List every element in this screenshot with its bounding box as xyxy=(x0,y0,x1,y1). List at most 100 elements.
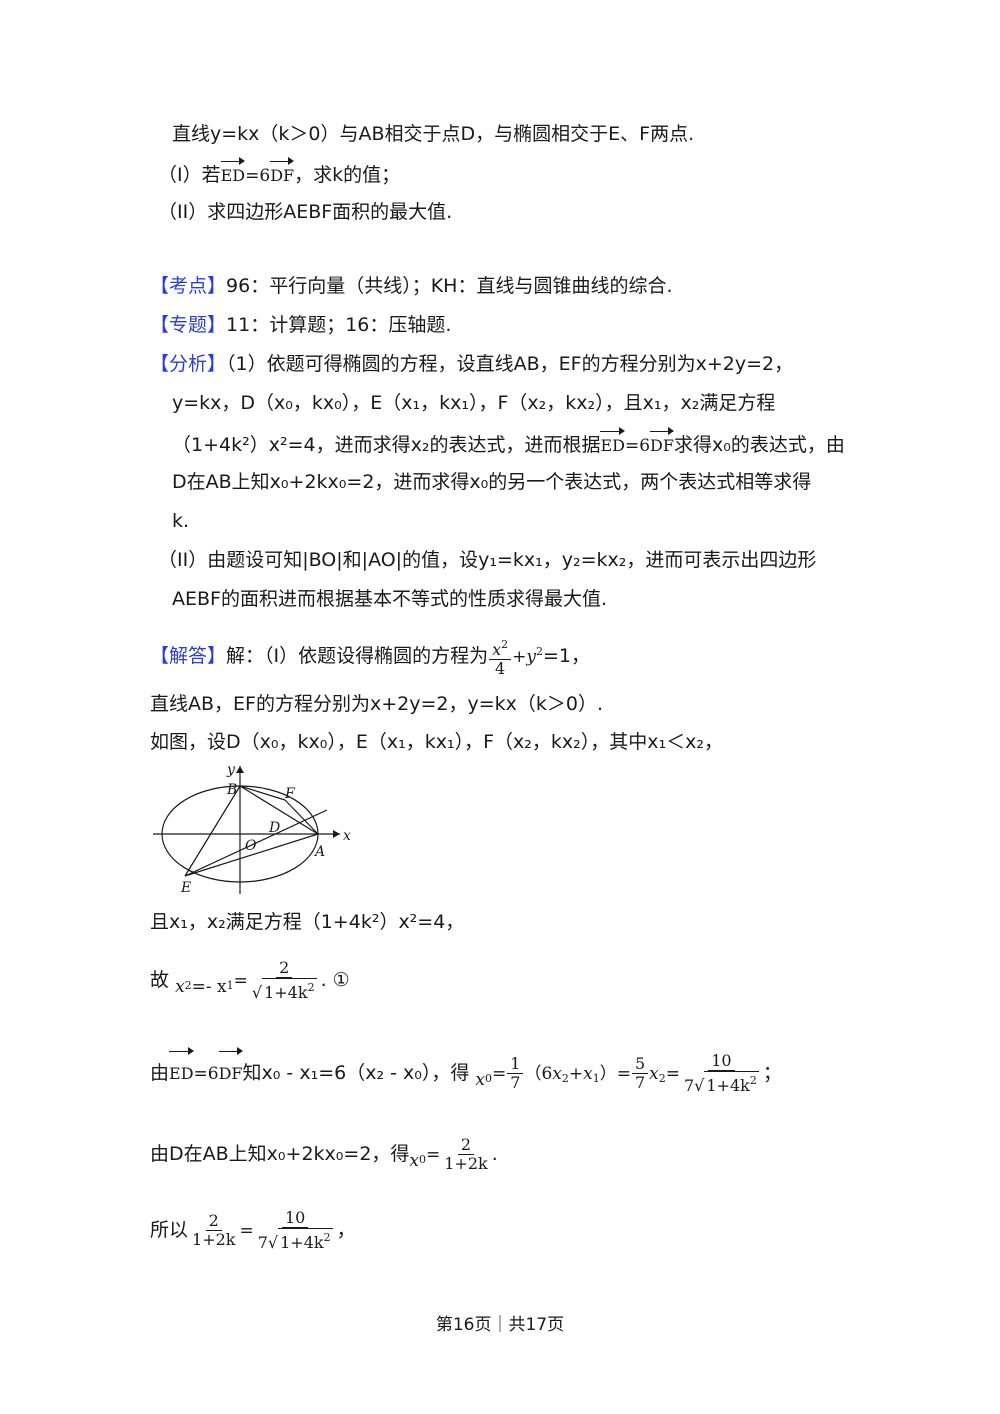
fraction-x2-over-4: x2 4 xyxy=(489,636,512,678)
var-y: y xyxy=(526,647,537,667)
rad-body: 1+4k xyxy=(264,983,308,1002)
x-axis-arrow xyxy=(333,830,340,838)
var-x: x xyxy=(175,977,185,997)
fenxi-line-4: D在AB上知x₀+2kx₀=2，进而求得x₀的另一个表达式，两个表达式相等求得 xyxy=(172,471,812,493)
jieda-text-1a: 解：（I）依题设得椭圆的方程为 xyxy=(226,645,489,667)
q1-suffix: ，求k的值； xyxy=(294,164,401,186)
line-ab xyxy=(239,785,319,835)
figure-label-e: E xyxy=(180,880,191,896)
var-x: x xyxy=(583,1064,593,1084)
exp-2: 2 xyxy=(307,981,315,994)
figure-label-b: B xyxy=(226,782,237,798)
num-10: 10 xyxy=(708,1052,735,1071)
num-2: 2 xyxy=(276,959,293,978)
paren-open: （ xyxy=(524,1064,542,1084)
figure-label-o: O xyxy=(245,838,257,854)
jieda-tag: 【解答】 xyxy=(150,645,227,667)
den-1plus2k: 1+2k xyxy=(192,1230,236,1249)
fenxi-line-3: （1+4k²）x²=4，进而求得x₂的表达式，进而根据ED=6DF求得x₀的表达… xyxy=(172,427,845,460)
fraction-10-over-7sqrt: 10 7√1+4k2 xyxy=(681,1052,762,1095)
plus-sign: + xyxy=(512,647,527,667)
line-ea xyxy=(184,833,319,877)
fenxi-text-3b: 求得x₀的表达式，由 xyxy=(673,434,845,456)
figure-label-x: x xyxy=(343,828,351,844)
var-x: x xyxy=(475,1070,485,1090)
paren-close: ） xyxy=(599,1064,617,1084)
coef-7: 7 xyxy=(257,1233,268,1252)
figure-label-d: D xyxy=(268,820,280,836)
var-x: x xyxy=(552,1064,562,1084)
vector-eq: =6 xyxy=(193,1064,219,1084)
plus-sign: + xyxy=(568,1064,584,1084)
var-x: x xyxy=(409,1151,419,1171)
num-10: 10 xyxy=(281,1209,309,1228)
sqrt-1-plus-4k2: √1+4k2 xyxy=(694,1071,759,1095)
sub-2: 2 xyxy=(184,979,192,992)
sub-1: 1 xyxy=(592,1072,600,1085)
zhuanti-tag: 【专题】 xyxy=(150,314,227,336)
sub-2: 2 xyxy=(658,1072,666,1085)
figure-label-f: F xyxy=(284,786,296,802)
jieda-text-1b: =1， xyxy=(543,645,591,667)
den-7: 7 xyxy=(510,1073,521,1092)
line-ef xyxy=(184,809,328,877)
minus-x1: =- x xyxy=(191,977,227,997)
var-x: x xyxy=(492,639,502,659)
var-x: x xyxy=(649,1064,659,1084)
fenxi-text-3a: （1+4k²）x²=4，进而求得x₂的表达式，进而根据 xyxy=(172,434,601,456)
equals-sign: = xyxy=(492,1064,507,1084)
num-2: 2 xyxy=(457,1136,475,1155)
sub-0: 0 xyxy=(419,1153,426,1166)
jieda-text-7b: . xyxy=(491,1143,498,1165)
den-4: 4 xyxy=(495,658,506,678)
exp-2: 2 xyxy=(749,1074,757,1087)
sub-2: 2 xyxy=(561,1072,569,1085)
fenxi-text-1: （1）依题可得椭圆的方程，设直线AB，EF的方程分别为x+2y=2， xyxy=(226,353,794,375)
equals-sign: = xyxy=(616,1064,631,1084)
figure-label-a: A xyxy=(313,844,325,860)
fraction-2-over-sqrt: 2√1+4k2 xyxy=(249,959,320,1002)
jieda-text-5a: 故 xyxy=(150,969,170,991)
ellipse-figure: y B F D x O A E xyxy=(153,762,351,896)
jieda-line-5: 故 x2=- x1=2√1+4k2. ① xyxy=(150,958,350,1009)
num-2: 2 xyxy=(205,1212,222,1231)
line-fa xyxy=(284,799,319,835)
equals-sign: = xyxy=(239,1221,254,1241)
equals-sign: = xyxy=(426,1145,441,1165)
vector-ed: ED xyxy=(169,1047,194,1096)
sqrt-1-plus-4k2: √1+4k2 xyxy=(268,1228,333,1252)
vector-eq: =6 xyxy=(624,436,651,456)
sqrt-1-plus-4k2: √1+4k2 xyxy=(252,978,317,1002)
zhuanti-line: 【专题】11：计算题；16：压轴题. xyxy=(150,311,451,339)
jieda-text-7a: 由D在AB上知x₀+2kx₀=2，得 xyxy=(150,1143,410,1165)
figure-label-y: y xyxy=(226,762,236,778)
den-1plus2k: 1+2k xyxy=(444,1154,488,1173)
y-axis-arrow xyxy=(236,766,244,773)
fenxi-tag: 【分析】 xyxy=(150,353,227,375)
coef-6: 6 xyxy=(541,1064,553,1084)
equals-sign: = xyxy=(665,1064,680,1084)
coef-7: 7 xyxy=(683,1076,695,1095)
sub-1: 1 xyxy=(226,979,234,992)
exp-2: 2 xyxy=(501,637,509,651)
jieda-line-2: 直线AB，EF的方程分别为x+2y=2，y=kx（k＞0）. xyxy=(150,693,604,715)
line-bf xyxy=(239,785,286,801)
sub-0: 0 xyxy=(485,1072,492,1085)
fenxi-line-5: k. xyxy=(172,510,190,532)
intro-line: 直线y=kx（k＞0）与AB相交于点D，与椭圆相交于E、F两点. xyxy=(172,123,695,145)
fenxi-line-1: 【分析】（1）依题可得椭圆的方程，设直线AB，EF的方程分别为x+2y=2， xyxy=(150,350,793,378)
question-2: （II）求四边形AEBF面积的最大值. xyxy=(158,201,453,223)
page-footer: 第16页｜共17页 xyxy=(435,1315,565,1335)
jieda-text-6b: 知x₀ - x₁=6（x₂ - x₀），得 xyxy=(242,1062,470,1084)
exp-2: 2 xyxy=(323,1231,331,1244)
num-5: 5 xyxy=(631,1055,649,1074)
rad-body: 1+4k xyxy=(280,1233,324,1252)
vector-ed: ED xyxy=(220,157,245,190)
jieda-text-8b: ， xyxy=(336,1219,356,1241)
